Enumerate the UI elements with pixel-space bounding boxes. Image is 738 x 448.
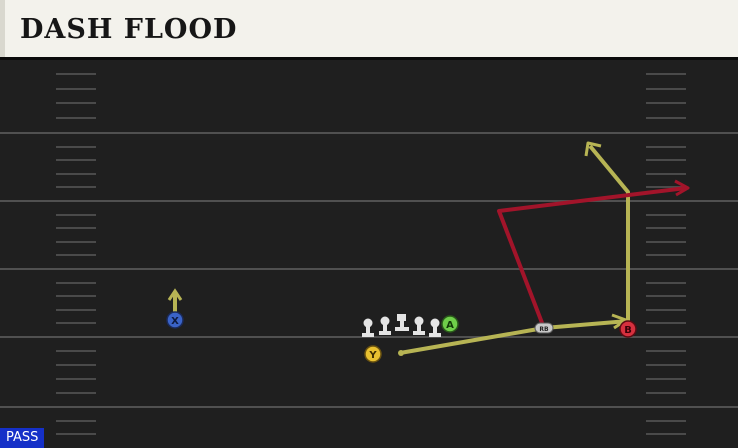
play-diagram: X A Y B RB xyxy=(0,73,738,435)
center-icon xyxy=(395,314,409,331)
player-x[interactable]: X xyxy=(166,311,184,329)
player-b-label: B xyxy=(624,325,632,336)
player-a[interactable]: A xyxy=(441,315,459,333)
rb-route xyxy=(497,179,690,329)
play-field: X A Y B RB xyxy=(0,62,738,448)
offensive-line xyxy=(362,314,441,337)
x-route xyxy=(167,288,183,312)
hash-marks-left xyxy=(56,73,96,435)
play-title: DASH FLOOD xyxy=(20,14,238,45)
hash-marks-right xyxy=(646,73,686,435)
player-y-label: Y xyxy=(368,350,377,361)
player-rb[interactable]: RB xyxy=(534,322,554,334)
lineman-icon xyxy=(362,318,374,337)
player-x-label: X xyxy=(171,316,179,327)
lineman-icon xyxy=(429,318,441,337)
lineman-icon xyxy=(379,316,391,335)
yard-lines xyxy=(0,132,738,408)
lineman-icon xyxy=(413,316,425,335)
player-b[interactable]: B xyxy=(619,320,637,338)
title-bar: DASH FLOOD xyxy=(0,0,738,60)
player-rb-label: RB xyxy=(539,326,549,333)
play-type-badge: PASS xyxy=(0,428,45,448)
player-y[interactable]: Y xyxy=(364,345,382,363)
player-a-label: A xyxy=(446,320,454,331)
